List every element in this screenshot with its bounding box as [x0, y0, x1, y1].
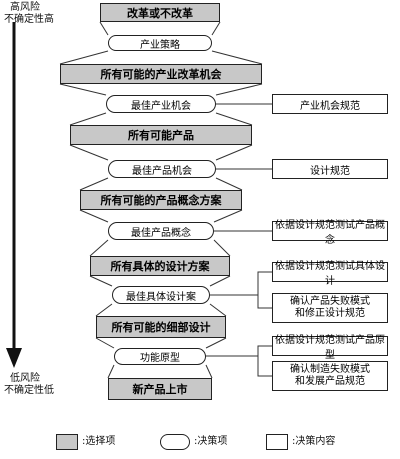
note-industry-opportunity-spec: 产业机会规范 [272, 94, 388, 114]
note-manufacturing-failure-line1: 确认制造失败模式 [290, 363, 370, 375]
note-product-failure-line1: 确认产品失败模式 [290, 295, 370, 307]
axis-bottom-line1: 低风险 [10, 373, 40, 384]
note-design-spec: 设计规范 [272, 159, 388, 179]
stage-all-product-concepts: 所有可能的产品概念方案 [80, 190, 242, 210]
note-test-product-concept: 依据设计规范测试产品概念 [272, 220, 388, 246]
axis-bottom-line2: 不确定性低 [4, 385, 54, 396]
note-product-failure-modes: 确认产品失败模式 和修正设计规范 [272, 293, 388, 323]
stage-functional-prototype: 功能原型 [114, 348, 206, 365]
legend-content-swatch [266, 434, 288, 450]
note-product-failure-line2: 和修正设计规范 [295, 308, 365, 319]
stage-best-design: 最佳具体设计案 [112, 286, 210, 304]
axis-top-label: 高风险 不确定性高 [4, 3, 54, 25]
axis-top-line1: 高风险 [10, 2, 40, 13]
stage-all-possible-products: 所有可能产品 [70, 125, 252, 145]
legend-decision-swatch [160, 434, 190, 450]
risk-axis-arrowhead [6, 348, 22, 368]
stage-product-launch: 新产品上市 [108, 378, 212, 400]
stage-all-detail-designs: 所有可能的细部设计 [96, 316, 226, 338]
stage-best-product-opportunity: 最佳产品机会 [108, 160, 216, 178]
stage-best-product-concept: 最佳产品概念 [108, 222, 214, 240]
legend-select-label: :选择项 [82, 436, 116, 447]
stage-best-industry-opportunity: 最佳产业机会 [106, 95, 216, 113]
stage-reform-or-not: 改革或不改革 [100, 3, 220, 22]
note-connectors [206, 103, 272, 377]
axis-top-line2: 不确定性高 [4, 14, 54, 25]
legend-decision-label: :决策项 [194, 436, 228, 447]
note-manufacturing-failure-modes: 确认制造失败模式 和发展产品规范 [272, 361, 388, 391]
stage-all-design-schemes: 所有具体的设计方案 [90, 256, 230, 276]
stage-all-industry-opportunities: 所有可能的产业改革机会 [60, 64, 262, 84]
note-manufacturing-failure-line2: 和发展产品规范 [295, 376, 365, 387]
legend-select-swatch [56, 434, 78, 450]
stage-industry-strategy: 产业策略 [108, 35, 212, 51]
funnel-edges [59, 21, 263, 379]
note-test-detailed-design: 依据设计规范测试具体设计 [272, 261, 388, 287]
note-test-prototype: 依据设计规范测试产品原型 [272, 335, 388, 361]
axis-bottom-label: 低风险 不确定性低 [4, 374, 64, 396]
legend-content-label: :决策内容 [292, 436, 336, 447]
